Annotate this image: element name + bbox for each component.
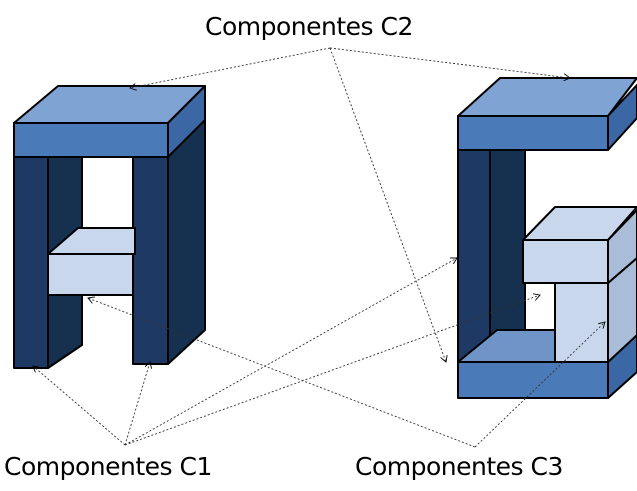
arrow-c2-to-right-base bbox=[329, 47, 446, 362]
label-componentes-c2: Componentes C2 bbox=[205, 12, 413, 41]
arrow-c1-to-right-leg bbox=[124, 362, 150, 446]
arrow-c2-to-right-cap bbox=[329, 47, 570, 78]
right-c3-block-side bbox=[607, 209, 637, 284]
right-column-front bbox=[457, 149, 491, 363]
left-leg-left-front bbox=[13, 154, 49, 369]
left-leg-right-side bbox=[167, 117, 206, 365]
left-structure bbox=[13, 85, 206, 369]
left-middle-block-front bbox=[47, 253, 134, 296]
right-small-pillar-front bbox=[554, 282, 609, 363]
left-leg-right-front bbox=[132, 154, 169, 365]
label-componentes-c3: Componentes C3 bbox=[355, 452, 563, 481]
right-top-cap-front bbox=[457, 115, 609, 151]
right-base-front bbox=[457, 361, 609, 399]
right-top-cap-top bbox=[457, 77, 637, 117]
label-componentes-c1: Componentes C1 bbox=[4, 452, 212, 481]
arrow-c1-to-left-leg bbox=[33, 366, 126, 446]
right-structure bbox=[457, 77, 637, 399]
right-c3-block-front bbox=[522, 239, 609, 284]
left-top-cap-front bbox=[13, 122, 169, 158]
arrow-c1-to-small-pillar bbox=[124, 295, 540, 446]
right-top-cap-side bbox=[607, 84, 637, 151]
arrow-c1-to-right-column bbox=[124, 258, 457, 446]
arrow-c2-to-left-cap bbox=[130, 47, 331, 88]
right-column-inner bbox=[489, 117, 526, 363]
arrow-c3-to-left-block bbox=[88, 298, 476, 448]
connector-arrows bbox=[33, 47, 605, 448]
